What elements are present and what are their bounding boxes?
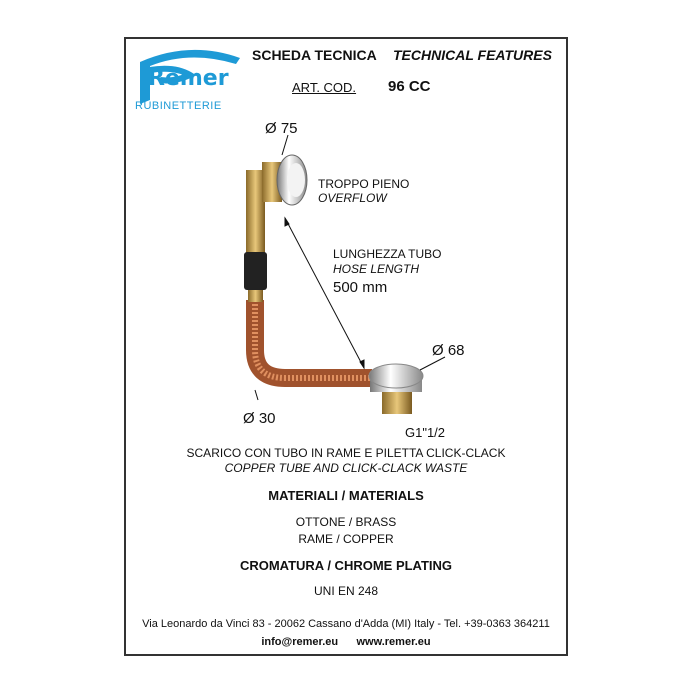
overflow-label-it: TROPPO PIENO xyxy=(318,177,410,191)
art-code: 96 CC xyxy=(388,78,431,95)
thread-size: G1"1/2 xyxy=(405,425,446,440)
logo-brand: Remer xyxy=(148,66,229,91)
overflow-label-en: OVERFLOW xyxy=(318,191,387,205)
footer-address: Via Leonardo da Vinci 83 - 20062 Cassano… xyxy=(142,618,550,630)
hose-length: 500 mm xyxy=(333,279,388,296)
waste-diameter: Ø 68 xyxy=(432,342,465,359)
copper-hose xyxy=(246,300,372,387)
logo-subtitle: RUBINETTERIE xyxy=(135,100,222,112)
technical-sheet xyxy=(124,37,568,656)
description-en: COPPER TUBE AND CLICK-CLACK WASTE xyxy=(224,461,468,475)
logo-mark xyxy=(140,49,240,104)
art-code-label: ART. COD. xyxy=(292,80,357,95)
standard: UNI EN 248 xyxy=(313,584,379,598)
tube-diameter: Ø 30 xyxy=(243,410,276,427)
hose-label-it: LUNGHEZZA TUBO xyxy=(333,247,442,261)
brass-pipe xyxy=(246,170,265,255)
rubber-seal xyxy=(244,252,267,290)
waste-cap xyxy=(368,363,424,414)
hose-label-en: HOSE LENGTH xyxy=(333,262,420,276)
material-item: RAME / COPPER xyxy=(298,532,394,546)
overflow-diameter: Ø 75 xyxy=(265,120,298,137)
material-item: OTTONE / BRASS xyxy=(295,515,397,529)
footer-website[interactable]: www.remer.eu xyxy=(356,636,431,648)
overflow-cap xyxy=(262,154,308,206)
description-it: SCARICO CON TUBO IN RAME E PILETTA CLICK… xyxy=(186,446,506,460)
plating: CROMATURA / CHROME PLATING xyxy=(239,558,453,573)
footer-contacts: info@remer.eu www.remer.eu xyxy=(124,636,568,648)
materials-heading: MATERIALI / MATERIALS xyxy=(268,488,424,503)
title-it: SCHEDA TECNICA xyxy=(252,47,377,63)
footer-email[interactable]: info@remer.eu xyxy=(261,636,339,648)
title-en: TECHNICAL FEATURES xyxy=(393,47,552,63)
dimension-arrow xyxy=(254,134,446,401)
